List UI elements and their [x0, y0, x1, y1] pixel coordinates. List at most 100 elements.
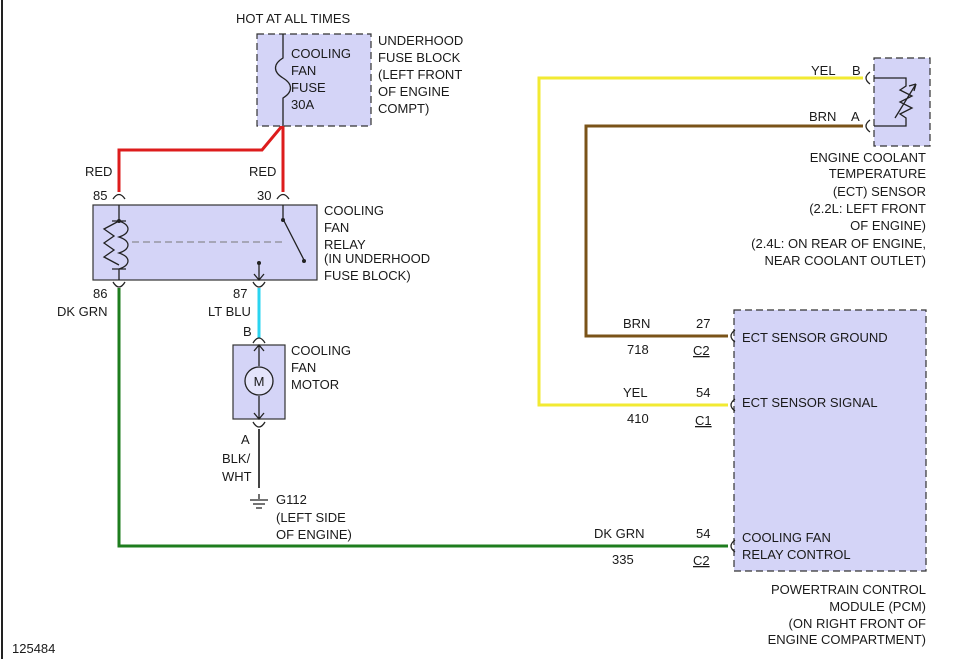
ect-sensor: YEL B BRN A ENGINE COOLANT TEMPERATURE (…	[751, 57, 931, 268]
thermistor-icon	[874, 77, 917, 127]
fuse-label-line: FUSE	[291, 80, 326, 95]
motor-icon	[244, 366, 274, 396]
pin-label: 30	[257, 188, 271, 203]
pin-label: 87	[233, 286, 247, 301]
pin-label: 54	[696, 385, 710, 400]
motor-symbol-label: M	[254, 374, 265, 389]
pcm-desc-line: MODULE (PCM)	[829, 599, 926, 614]
wire-color-label: WHT	[222, 469, 252, 484]
ground-label-line: (LEFT SIDE	[276, 510, 346, 525]
relay-desc-line: RELAY	[324, 237, 366, 252]
pin-label: 27	[696, 316, 710, 331]
ground-g112: G112 (LEFT SIDE OF ENGINE)	[250, 492, 352, 542]
circuit-number: 410	[627, 411, 649, 426]
cooling-fan-motor: B M COOLING FAN MOTOR A BLK/ WHT	[222, 324, 351, 484]
dkgrn-wire-86	[117, 288, 728, 548]
ground-icon	[250, 494, 268, 509]
motor-desc-line: COOLING	[291, 343, 351, 358]
wire-color-label: DK GRN	[594, 526, 645, 541]
fuse-block-desc-line: COMPT)	[378, 101, 429, 116]
fuse-block-box	[256, 33, 372, 127]
pcm-pin-label: COOLING FAN	[742, 530, 831, 545]
fuse-symbol	[274, 34, 292, 126]
connector-marker	[252, 337, 266, 344]
connector-id: C1	[695, 413, 712, 428]
pcm-desc-line: ENGINE COMPARTMENT)	[768, 632, 926, 647]
motor-desc-line: MOTOR	[291, 377, 339, 392]
circuit-number: 335	[612, 552, 634, 567]
relay-desc-line: FUSE BLOCK)	[324, 268, 411, 283]
pcm-desc-line: (ON RIGHT FRONT OF	[789, 616, 927, 631]
pin-label: A	[241, 432, 250, 447]
relay-output-line	[253, 263, 265, 282]
hot-at-all-times-label: HOT AT ALL TIMES	[236, 11, 350, 26]
connector-id: C2	[693, 553, 710, 568]
cooling-fan-relay: RED RED 85 30 COOLING FAN RELAY (IN UNDE…	[57, 164, 430, 319]
wire-color-label: YEL	[811, 63, 836, 78]
figure-id: 125484	[12, 641, 55, 656]
fuse-block-desc-line: FUSE BLOCK	[378, 50, 461, 65]
fuse-block-desc-line: (LEFT FRONT	[378, 67, 462, 82]
relay-desc-line: (IN UNDERHOOD	[324, 251, 430, 266]
wire-color-label: BLK/	[222, 451, 251, 466]
wire-color-label: YEL	[623, 385, 648, 400]
connector-marker	[730, 398, 736, 412]
coil-terminal-dot	[117, 219, 121, 223]
pin-label: A	[851, 109, 860, 124]
connector-marker	[252, 421, 266, 428]
fuse-label-line: FAN	[291, 63, 316, 78]
ect-sensor-box	[873, 57, 931, 147]
motor-desc-line: FAN	[291, 360, 316, 375]
wire-color-label: BRN	[809, 109, 836, 124]
ect-desc-line: TEMPERATURE	[829, 166, 927, 181]
relay-desc-line: FAN	[324, 220, 349, 235]
pin-label: 85	[93, 188, 107, 203]
ect-desc-line: (2.2L: LEFT FRONT	[809, 201, 926, 216]
fuse-block-desc-line: UNDERHOOD	[378, 33, 463, 48]
connector-marker	[112, 193, 126, 200]
ect-desc-line: (2.4L: ON REAR OF ENGINE,	[751, 236, 926, 251]
fuse-block-desc-line: OF ENGINE	[378, 84, 450, 99]
motor-lead-line	[253, 343, 265, 421]
switch-contact-dot	[302, 259, 306, 263]
wire-color-label: DK GRN	[57, 304, 108, 319]
brn-wire-ect-ground	[584, 124, 863, 338]
connector-marker	[112, 281, 126, 288]
wires	[117, 76, 863, 548]
pin-label: B	[243, 324, 252, 339]
ect-desc-line: ENGINE COOLANT	[810, 150, 926, 165]
connector-marker	[865, 71, 871, 85]
fuse-label-line: COOLING	[291, 46, 351, 61]
pcm-pin-label: RELAY CONTROL	[742, 547, 851, 562]
pin-label: 54	[696, 526, 710, 541]
pin-label: B	[852, 63, 861, 78]
connector-marker	[730, 539, 736, 553]
pcm-desc-line: POWERTRAIN CONTROL	[771, 582, 926, 597]
pcm-pin-label: ECT SENSOR SIGNAL	[742, 395, 878, 410]
ect-desc-line: (ECT) SENSOR	[833, 184, 926, 199]
ect-desc-line: NEAR COOLANT OUTLET)	[764, 253, 926, 268]
relay-desc-line: COOLING	[324, 203, 384, 218]
pin-label: 86	[93, 286, 107, 301]
underhood-fuse-block: HOT AT ALL TIMES COOLING FAN FUSE 30A UN…	[236, 11, 463, 127]
pcm-pin-label: ECT SENSOR GROUND	[742, 330, 888, 345]
connector-marker	[730, 329, 736, 343]
ect-desc-line: OF ENGINE)	[850, 218, 926, 233]
yel-wire-ect-signal	[537, 76, 863, 407]
wire-color-label: RED	[249, 164, 276, 179]
wire-color-label: BRN	[623, 316, 650, 331]
wire-color-label: RED	[85, 164, 112, 179]
connector-id: C2	[693, 343, 710, 358]
ground-label-line: OF ENGINE)	[276, 527, 352, 542]
red-wire-85	[117, 125, 284, 192]
connector-marker	[252, 281, 266, 288]
wire-color-label: LT BLU	[208, 304, 251, 319]
fuse-label-line: 30A	[291, 97, 314, 112]
pcm-module: BRN 27 718 C2 ECT SENSOR GROUND YEL 54 4…	[594, 309, 927, 647]
ground-label-line: G112	[276, 492, 307, 507]
connector-marker	[865, 119, 871, 133]
switch-pivot-dot	[281, 218, 285, 222]
pcm-box	[733, 309, 927, 572]
connector-marker	[276, 193, 290, 200]
